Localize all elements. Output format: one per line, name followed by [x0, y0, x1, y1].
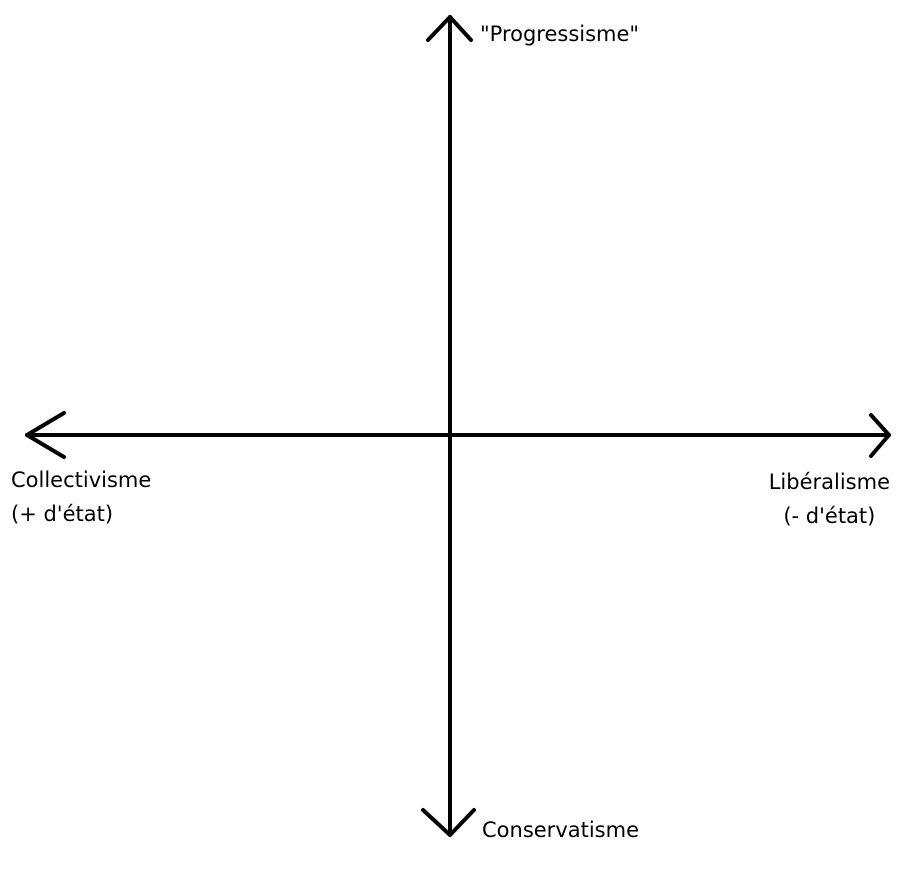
bottom-arrow-head [421, 808, 476, 837]
label-collectivisme: Collectivisme (+ d'état) [11, 463, 151, 531]
label-liberalisme: Libéralisme (- d'état) [769, 465, 890, 533]
label-progressisme: "Progressisme" [480, 22, 640, 46]
left-arrow-head [25, 411, 66, 459]
right-arrow-head [869, 413, 891, 458]
label-collectivisme-title: Collectivisme [11, 468, 152, 492]
label-liberalisme-title: Libéralisme [768, 470, 890, 494]
label-conservatisme: Conservatisme [482, 818, 639, 842]
label-liberalisme-subtitle: (- d'état) [783, 504, 876, 528]
label-collectivisme-subtitle: (+ d'état) [11, 502, 114, 526]
top-arrow-head [426, 15, 473, 42]
